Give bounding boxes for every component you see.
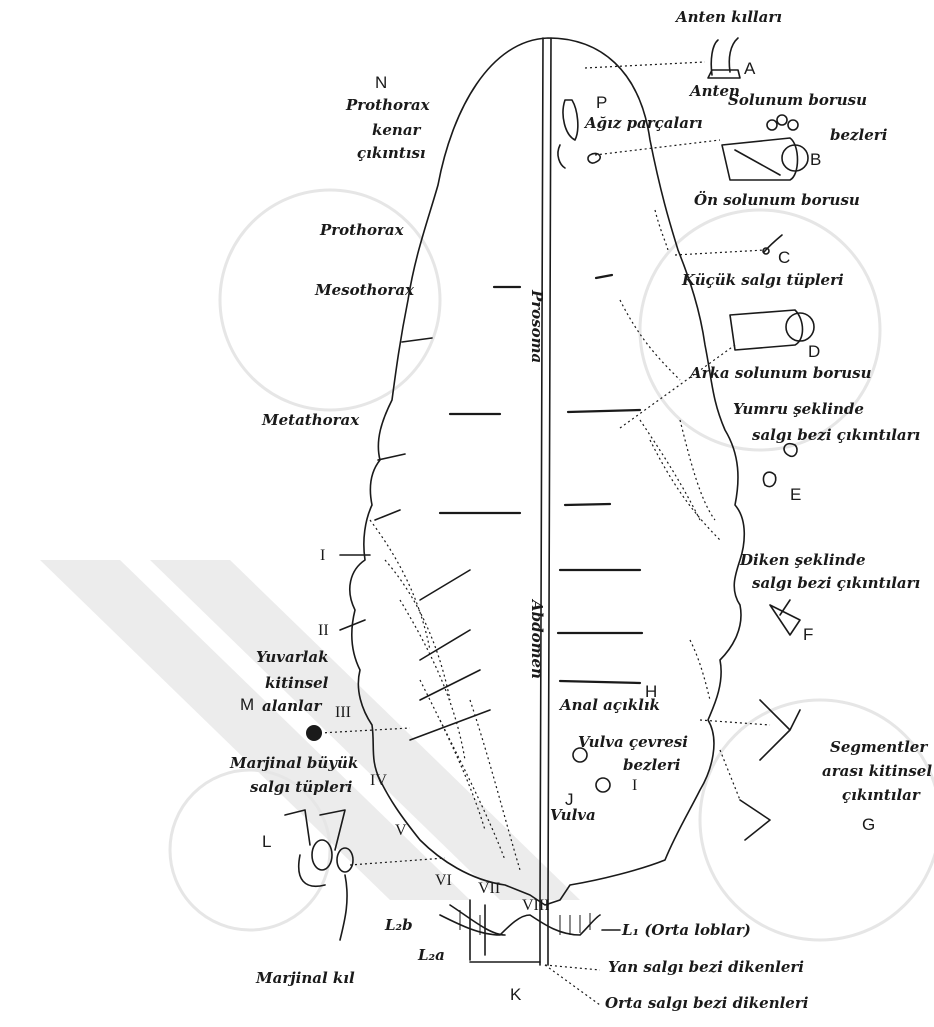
antenna-detail bbox=[708, 38, 740, 78]
label-on-solunum: Ön solunum borusu bbox=[694, 190, 860, 209]
label-l2b: L₂b bbox=[384, 916, 413, 934]
label-mesothorax: Mesothorax bbox=[314, 281, 415, 299]
label-m: M bbox=[240, 695, 254, 714]
label-seg-vii: VII bbox=[478, 880, 500, 897]
label-segment-1: Segmentler bbox=[830, 738, 928, 756]
label-p: P bbox=[596, 93, 607, 112]
label-marjinal-buyuk-2: salgı tüpleri bbox=[250, 778, 353, 796]
label-seg-iii: III bbox=[335, 704, 351, 721]
round-chitin-area-detail bbox=[306, 725, 322, 741]
label-diken-2: salgı bezi çıkıntıları bbox=[752, 574, 920, 592]
label-g: G bbox=[862, 815, 875, 834]
label-c: C bbox=[778, 248, 790, 267]
label-seg-i: I bbox=[320, 547, 325, 564]
label-metathorax: Metathorax bbox=[261, 411, 360, 429]
labels: Anten kılları A Anten Solunum borusu bez… bbox=[229, 8, 932, 1012]
label-n: N bbox=[375, 73, 387, 92]
spine-detail bbox=[770, 600, 800, 635]
label-yuvarlak-1: Yuvarlak bbox=[256, 648, 328, 666]
label-prothorax-kenar-1: Prothorax bbox=[345, 96, 431, 114]
label-orta-salgi: Orta salgı bezi dikenleri bbox=[605, 994, 809, 1012]
segment-marks bbox=[375, 275, 642, 740]
label-seg-ii: II bbox=[318, 622, 329, 639]
spiracle-glands-detail bbox=[767, 115, 798, 130]
label-vulva-cevresi-1: Vulva çevresi bbox=[578, 733, 688, 751]
label-yan-salgi: Yan salgı bezi dikenleri bbox=[608, 958, 804, 976]
label-vulva-cevresi-2: bezleri bbox=[623, 756, 681, 774]
label-arka-solunum: Arka solunum borusu bbox=[688, 364, 872, 382]
label-seg-vi: VI bbox=[435, 872, 452, 889]
label-vulva: Vulva bbox=[550, 806, 596, 824]
label-yumru-1: Yumru şeklinde bbox=[733, 400, 864, 418]
label-yuvarlak-3: alanlar bbox=[262, 697, 322, 715]
label-seg-v: V bbox=[395, 822, 407, 839]
label-solunum-2: bezleri bbox=[830, 126, 888, 144]
label-segment-3: çıkıntılar bbox=[842, 786, 921, 804]
label-kucuk-salgi: Küçük salgı tüpleri bbox=[681, 271, 844, 289]
label-seg-iv: IV bbox=[370, 772, 387, 789]
label-yuvarlak-2: kitinsel bbox=[265, 674, 329, 692]
label-marjinal-kil: Marjinal kıl bbox=[255, 969, 355, 987]
label-prothorax-kenar-2: kenar bbox=[372, 121, 422, 139]
chitin-process-detail bbox=[740, 700, 800, 840]
label-solunum-1: Solunum borusu bbox=[728, 91, 867, 109]
label-l: L bbox=[262, 832, 271, 851]
anterior-spiracle-detail bbox=[722, 138, 808, 180]
label-roman-i-right: I bbox=[632, 777, 637, 794]
mouthparts-detail bbox=[558, 100, 600, 168]
label-abdomen: Abdomen bbox=[528, 598, 546, 679]
vulva-gland-detail bbox=[573, 748, 610, 792]
label-f: F bbox=[803, 625, 813, 644]
label-yumru-2: salgı bezi çıkıntıları bbox=[752, 426, 920, 444]
label-e: E bbox=[790, 485, 801, 504]
label-d: D bbox=[808, 342, 820, 361]
label-l1: L₁ (Orta loblar) bbox=[621, 921, 751, 939]
label-k: K bbox=[510, 985, 522, 1004]
label-prothorax-kenar-3: çıkıntısı bbox=[357, 144, 426, 162]
label-l2a: L₂a bbox=[417, 946, 445, 964]
posterior-spiracle-detail bbox=[730, 310, 814, 350]
label-b: B bbox=[810, 150, 821, 169]
label-anten-killari: Anten kılları bbox=[674, 8, 782, 26]
label-anal: Anal açıklık bbox=[558, 696, 660, 714]
label-agiz: Ağız parçaları bbox=[583, 114, 703, 132]
label-segment-2: arası kitinsel bbox=[822, 762, 932, 780]
label-diken-1: Diken şeklinde bbox=[739, 551, 866, 569]
label-prothorax: Prothorax bbox=[319, 221, 405, 239]
label-a: A bbox=[744, 59, 756, 78]
label-marjinal-buyuk-1: Marjinal büyük bbox=[229, 754, 358, 772]
label-seg-viii: VIII bbox=[522, 897, 550, 914]
anal-lobes bbox=[440, 900, 600, 965]
label-prosoma: Prosoma bbox=[528, 289, 546, 363]
